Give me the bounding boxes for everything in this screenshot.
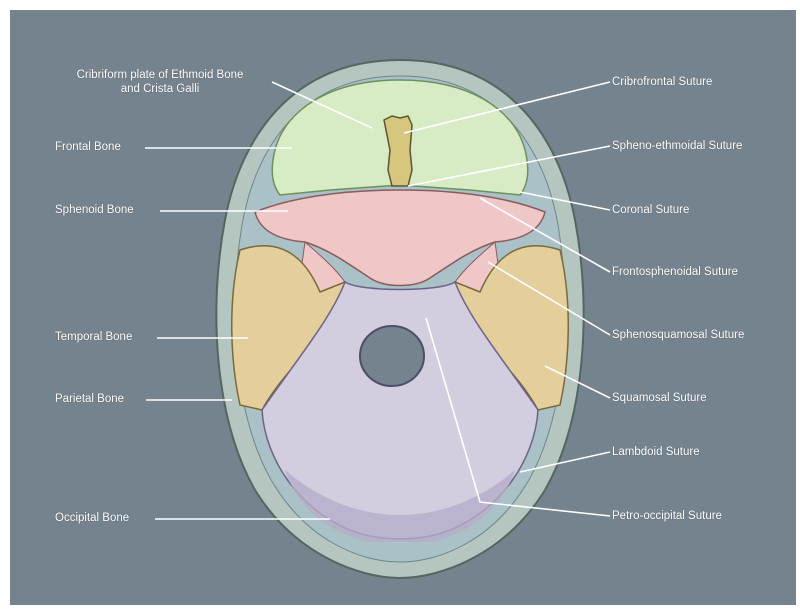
label-parietal-bone: Parietal Bone	[55, 392, 124, 406]
label-coronal-suture: Coronal Suture	[612, 203, 689, 217]
label-frontal-bone: Frontal Bone	[55, 140, 121, 154]
label-sphenosquamosal-suture: Sphenosquamosal Suture	[612, 328, 744, 342]
foramen-magnum	[360, 326, 424, 386]
label-temporal-bone: Temporal Bone	[55, 330, 132, 344]
label-sphenoid-bone: Sphenoid Bone	[55, 203, 134, 217]
label-squamosal-suture: Squamosal Suture	[612, 391, 707, 405]
label-cribrofrontal-suture: Cribrofrontal Suture	[612, 75, 712, 89]
label-lambdoid-suture: Lambdoid Suture	[612, 445, 700, 459]
label-spheno-ethmoidal-suture: Spheno-ethmoidal Suture	[612, 139, 742, 153]
label-occipital-bone: Occipital Bone	[55, 511, 129, 525]
label-cribriform-line1: Cribriform plate of Ethmoid Bone	[40, 68, 280, 82]
label-petro-occipital-suture: Petro-occipital Suture	[612, 509, 722, 523]
label-cribriform-line2: and Crista Galli	[40, 82, 280, 96]
label-cribriform: Cribriform plate of Ethmoid Bone and Cri…	[40, 68, 280, 96]
label-frontosphenoidal-suture: Frontosphenoidal Suture	[612, 265, 738, 279]
